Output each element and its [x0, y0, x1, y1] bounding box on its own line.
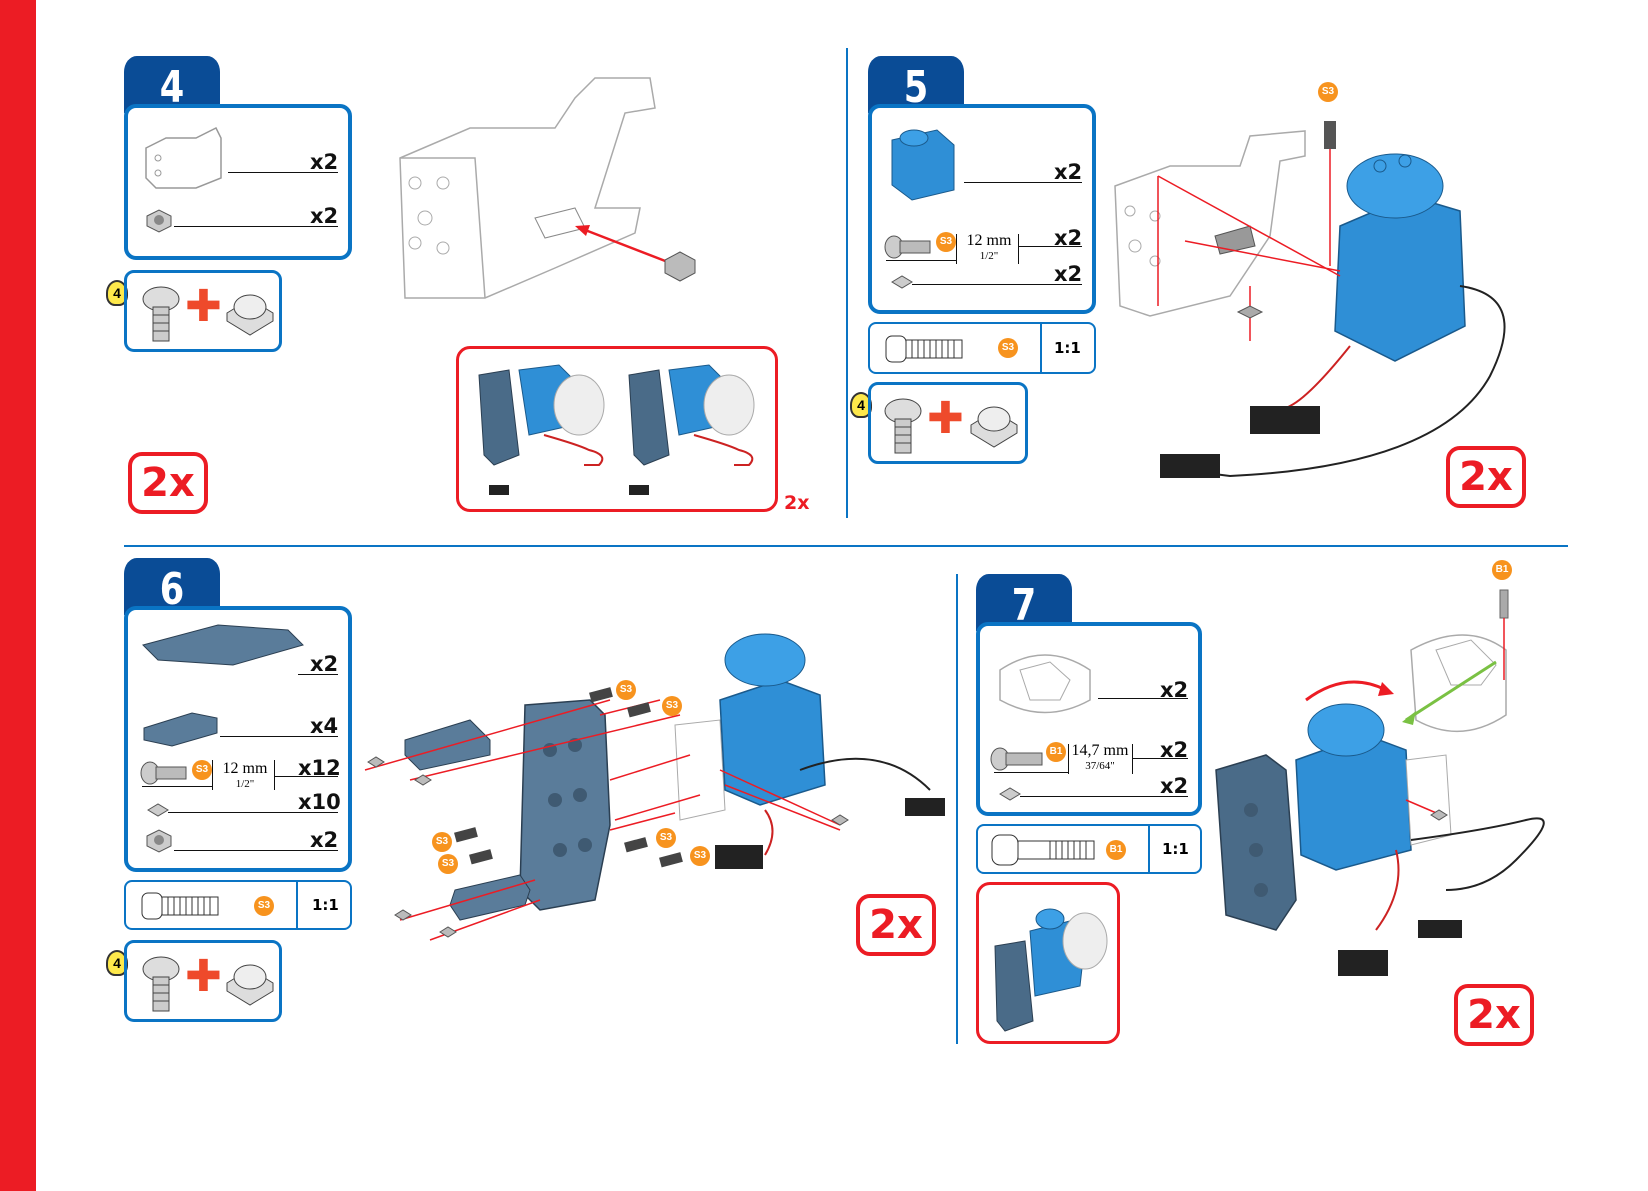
nut-icon	[223, 287, 277, 337]
servo-horn-assembly-illustration	[1206, 570, 1586, 1010]
repeat-2x-badge: 2x	[856, 894, 936, 956]
callout-badge: S3	[662, 696, 682, 716]
bolt-length: 14,7 mm	[1072, 742, 1129, 759]
callout-badge: S3	[432, 832, 452, 852]
bolt-length: 12 mm	[223, 760, 268, 777]
scale-ratio: 1:1	[312, 896, 339, 914]
qty-label: x2	[1054, 262, 1082, 286]
qty-label: x2	[1054, 226, 1082, 250]
servo-mount-illustration	[1110, 76, 1550, 496]
qty-label: x2	[1160, 678, 1188, 702]
bolt-scale-icon	[140, 891, 220, 921]
qty-label: x2	[310, 828, 338, 852]
bolt-length: 12 mm	[967, 232, 1012, 249]
qty-label: x12	[298, 756, 341, 780]
tip-box: ✚	[124, 940, 282, 1022]
screw-icon	[881, 397, 925, 455]
bolt-length-inch: 37/64"	[1068, 760, 1132, 772]
qty-label: x2	[1054, 160, 1082, 184]
callout-badge: S3	[438, 854, 458, 874]
preview-multiplier: 2x	[784, 492, 809, 514]
bolt-length-inch: 1/2"	[216, 778, 274, 790]
part-code-badge: B1	[1106, 840, 1126, 860]
qty-label: x2	[1160, 774, 1188, 798]
parts-list-box: x2 x2	[124, 104, 352, 260]
qty-label: x2	[310, 652, 338, 676]
part-code-badge: S3	[192, 760, 212, 780]
bolt-icon	[990, 744, 1046, 774]
callout-badge: S3	[690, 846, 710, 866]
section-divider-vertical-top	[846, 48, 848, 518]
page-edge-strip	[0, 0, 36, 1191]
bolt-scale-icon	[990, 833, 1100, 867]
plus-icon: ✚	[185, 281, 222, 332]
horn-adapter-icon	[990, 640, 1100, 720]
part-code-badge: B1	[1046, 742, 1066, 762]
mount-plate-icon	[138, 620, 308, 670]
preview-box	[976, 882, 1120, 1044]
callout-badge: S3	[1318, 82, 1338, 102]
nut-icon	[144, 208, 174, 234]
nut-icon	[967, 399, 1021, 449]
screw-icon	[139, 285, 183, 343]
servo-motor-icon	[882, 120, 962, 208]
plus-icon: ✚	[185, 951, 222, 1002]
callout-badge: S3	[616, 680, 636, 700]
bolt-length-inch: 1/2"	[960, 250, 1018, 262]
part-code-badge: S3	[254, 896, 274, 916]
bolt-icon	[140, 758, 190, 788]
part-code-badge: S3	[936, 232, 956, 252]
tip-box: ✚	[868, 382, 1028, 464]
repeat-2x-badge: 2x	[1446, 446, 1526, 508]
bracket-piece-icon	[142, 708, 222, 748]
callout-badge: B1	[1492, 560, 1512, 580]
bolt-icon	[884, 232, 934, 262]
qty-label: x4	[310, 714, 338, 738]
qty-label: x2	[310, 150, 338, 174]
screw-icon	[139, 955, 183, 1013]
scale-ruler: S3 1:1	[868, 322, 1096, 374]
qty-label: x2	[1160, 738, 1188, 762]
section-divider-horizontal	[124, 545, 1568, 547]
callout-badge: S3	[656, 828, 676, 848]
repeat-2x-badge: 2x	[1454, 984, 1534, 1046]
square-nut-icon	[998, 786, 1022, 806]
preview-box	[456, 346, 778, 512]
scale-ruler: B1 1:1	[976, 824, 1202, 874]
repeat-2x-badge: 2x	[128, 452, 208, 514]
servo-assembly-preview	[469, 355, 779, 505]
square-nut-icon	[146, 802, 170, 822]
scale-ruler: S3 1:1	[124, 880, 352, 930]
bracket-part-icon	[136, 118, 226, 198]
scale-ratio: 1:1	[1054, 339, 1081, 357]
servo-bracket-preview	[985, 891, 1115, 1041]
square-nut-icon	[890, 274, 914, 294]
qty-label: x10	[298, 790, 341, 814]
qty-label: x2	[310, 204, 338, 228]
tip-box: ✚	[124, 270, 282, 352]
scale-ratio: 1:1	[1162, 840, 1189, 858]
bolt-scale-icon	[884, 334, 964, 364]
bracket-assembly-illustration	[395, 68, 715, 308]
nut-icon	[144, 828, 174, 854]
part-code-badge: S3	[998, 338, 1018, 358]
section-divider-vertical-bottom	[956, 574, 958, 1044]
nut-icon	[223, 957, 277, 1007]
plus-icon: ✚	[927, 393, 964, 444]
